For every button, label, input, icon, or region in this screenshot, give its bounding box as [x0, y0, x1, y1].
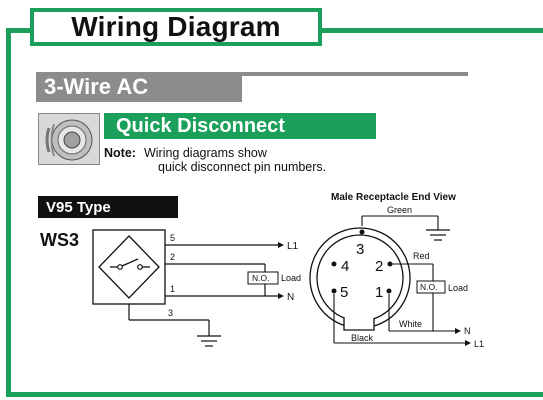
section-title: 3-Wire AC [44, 74, 149, 99]
note-line-1: Wiring diagrams show [143, 146, 267, 160]
white-wire-label: White [399, 319, 422, 329]
receptacle-pin-4 [331, 261, 337, 267]
load-box-right-label: N.O. [420, 282, 437, 292]
switch-blade [121, 258, 139, 267]
load-box-left [247, 271, 279, 285]
sensor-diamond [98, 235, 160, 299]
pin-5-label: 5 [170, 233, 175, 243]
subsection-header: Quick Disconnect [104, 113, 376, 139]
title-box: Wiring Diagram [30, 8, 322, 46]
receptacle-pin-5 [331, 288, 337, 294]
section-header: 3-Wire AC [36, 72, 242, 102]
page-title: Wiring Diagram [71, 11, 281, 42]
pin-2-label: 2 [170, 252, 175, 262]
note-label: Note: [104, 146, 136, 160]
sensor-type-label: V95 Type [38, 196, 178, 218]
subsection-title: Quick Disconnect [116, 114, 285, 137]
switch-contact-left [117, 264, 123, 270]
connector-thumbnail [38, 113, 100, 165]
ground-symbol-right-icon [426, 229, 450, 241]
pin-1-label: 1 [170, 284, 175, 294]
receptacle-pin-4-label: 4 [341, 258, 349, 275]
load-label-left: Load [281, 273, 301, 283]
l1-label-right: L1 [474, 339, 484, 349]
pin-3-label: 3 [168, 308, 173, 318]
section-rule [36, 72, 468, 76]
load-label-right: Load [448, 283, 468, 293]
load-box-right [416, 280, 446, 294]
receptacle-pin-3-label: 3 [356, 241, 364, 258]
receptacle-pin-2-label: 2 [375, 258, 383, 275]
n-label-left: N [287, 292, 294, 303]
sensor-box [92, 229, 166, 305]
ground-symbol-left-icon [197, 335, 221, 347]
white-wire-arrow [455, 328, 461, 334]
note-text: Note: Wiring diagrams show quick disconne… [104, 146, 326, 174]
n-label-right: N [464, 326, 471, 336]
receptacle-pin-1 [386, 288, 392, 294]
black-wire-arrow [465, 340, 471, 346]
note-line-2: quick disconnect pin numbers. [158, 160, 327, 174]
l1-label-left: L1 [287, 241, 299, 252]
receptacle-pin-3 [359, 229, 365, 235]
load-box-left-label: N.O. [252, 273, 269, 283]
red-wire-label: Red [413, 251, 430, 261]
receptacle-pin-2 [387, 261, 393, 267]
green-wire-label: Green [387, 205, 412, 215]
receptacle-pin-1-label: 1 [375, 284, 383, 301]
black-wire-label: Black [351, 333, 374, 343]
receptacle-pin-5-label: 5 [340, 284, 348, 301]
switch-contact-right [137, 264, 143, 270]
quick-disconnect-connector-icon [39, 114, 99, 164]
frame-bottom-border [6, 392, 543, 397]
sensor-type-text: V95 Type [46, 198, 111, 216]
receptacle-title: Male Receptacle End View [331, 192, 456, 203]
wire-pin-5-arrow [278, 242, 284, 248]
wire-pin-1-arrow [278, 293, 284, 299]
receptacle-keyway-gap [345, 316, 373, 321]
frame-left-border [6, 28, 11, 396]
sensor-model-label: WS3 [40, 230, 79, 250]
